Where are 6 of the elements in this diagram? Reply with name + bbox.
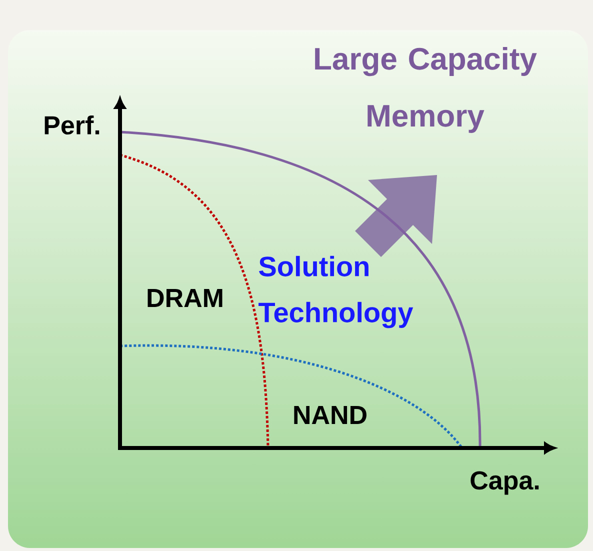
curve-label: NAND [294,406,366,424]
curve-label: Solution Technology [258,256,414,328]
curve-label: DRAM [148,289,222,307]
title-text: Large Capacity Memory [315,47,537,133]
axis-label: Perf. [44,115,100,135]
axis-label: Capa. [470,471,539,495]
